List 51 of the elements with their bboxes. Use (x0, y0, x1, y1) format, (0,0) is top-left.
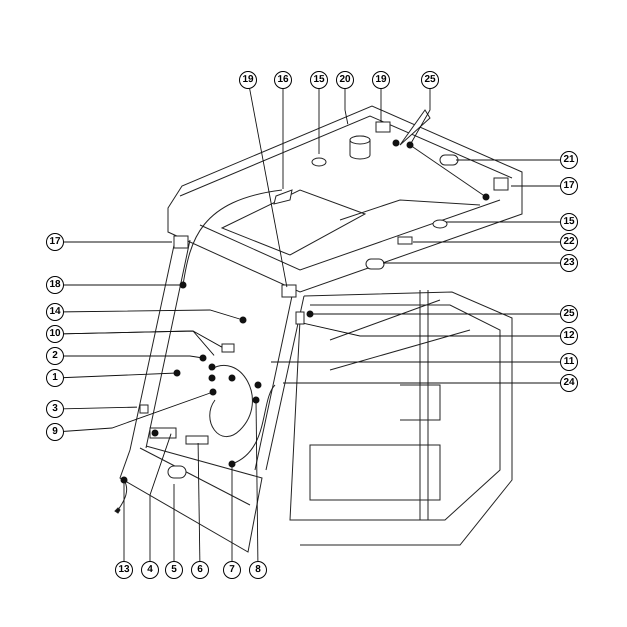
leader-line (282, 382, 560, 384)
callout-number: 11 (560, 353, 578, 371)
leader-line (344, 88, 348, 125)
callout-number: 18 (46, 276, 64, 294)
callout-number: 16 (274, 71, 292, 89)
callout-number: 1 (46, 369, 64, 387)
callout-number: 15 (560, 213, 578, 231)
leader-line (120, 476, 128, 562)
leader-line (64, 406, 138, 410)
callout-number: 5 (165, 561, 183, 579)
leader-line (64, 354, 206, 362)
callout-number: 22 (560, 233, 578, 251)
leader-line (64, 388, 216, 432)
callout-number: 9 (46, 423, 64, 441)
leader-line (318, 88, 320, 154)
leader-line (382, 262, 560, 264)
leader-line (406, 88, 430, 148)
callout-number: 25 (421, 71, 439, 89)
leader-line (228, 460, 236, 562)
leader-line (249, 88, 288, 288)
callout-number: 24 (560, 374, 578, 392)
callout-number: 17 (46, 233, 64, 251)
leader-line (252, 396, 260, 562)
callout-number: 19 (372, 71, 390, 89)
callout-number: 7 (223, 561, 241, 579)
callout-number: 3 (46, 400, 64, 418)
callout-number: 20 (336, 71, 354, 89)
leader-line (380, 88, 382, 122)
leader-line (64, 330, 222, 348)
leader-line (64, 310, 246, 324)
leader-line (282, 88, 284, 190)
callout-number: 2 (46, 347, 64, 365)
callout-number: 21 (560, 151, 578, 169)
callout-number: 13 (115, 561, 133, 579)
callout-number: 17 (560, 177, 578, 195)
callout-number: 8 (249, 561, 267, 579)
callout-number: 6 (191, 561, 209, 579)
callout-number: 15 (310, 71, 328, 89)
callout-number: 25 (560, 305, 578, 323)
leader-line (150, 433, 172, 562)
callout-number: 23 (560, 254, 578, 272)
callout-number: 19 (239, 71, 257, 89)
leader-line (64, 282, 186, 288)
callout-number: 14 (46, 303, 64, 321)
leader-line (64, 370, 180, 378)
callout-number: 4 (141, 561, 159, 579)
callout-number: 12 (560, 327, 578, 345)
leader-line (198, 442, 200, 562)
leader-line (306, 310, 560, 318)
leader-line (303, 322, 560, 336)
callout-number: 10 (46, 325, 64, 343)
